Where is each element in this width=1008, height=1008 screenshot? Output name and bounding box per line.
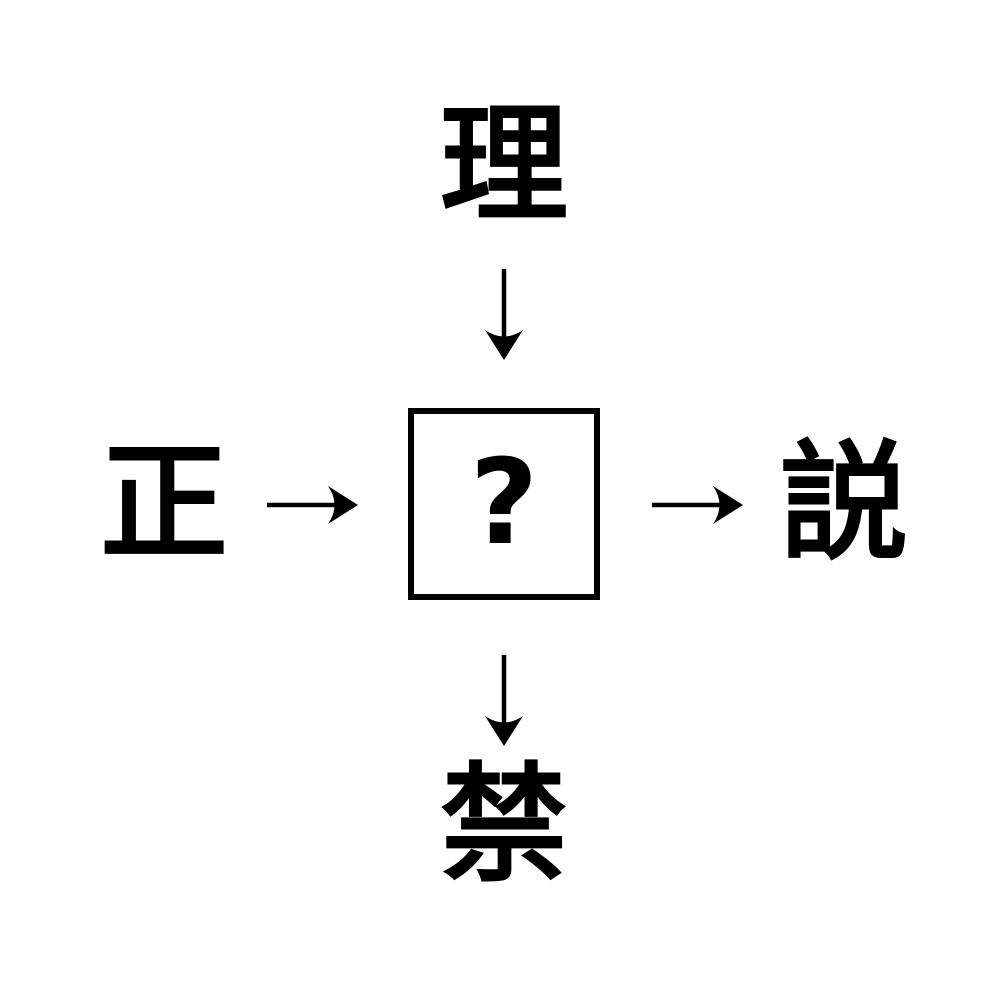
kanji-node-bottom: 禁: [439, 751, 568, 900]
arrow-right-left-to-box: [265, 475, 360, 535]
arrow-down-box-to-bottom: [474, 653, 534, 748]
kanji-node-right: 説: [779, 429, 908, 578]
kanji-node-left: 正: [99, 429, 228, 578]
arrow-right-box-to-right: [650, 475, 745, 535]
center-answer-box[interactable]: ?: [408, 408, 600, 600]
question-mark-label: ?: [469, 433, 539, 571]
kanji-node-top: 理: [439, 91, 568, 240]
arrow-down-top-to-box: [474, 267, 534, 362]
